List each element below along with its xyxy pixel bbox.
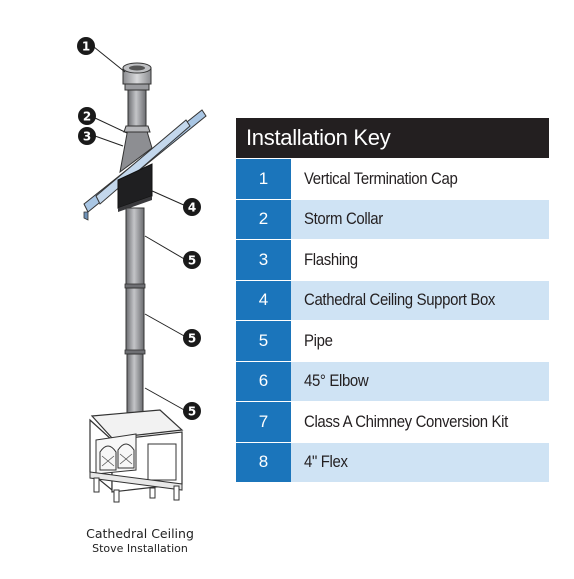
key-row-label-text: 45° Elbow xyxy=(304,371,369,391)
key-row-label: 45° Elbow xyxy=(291,360,549,401)
key-row: 4 Cathedral Ceiling Support Box xyxy=(236,279,549,320)
pipe-sections xyxy=(123,207,147,433)
installation-diagram: 1 2 3 4 5 5 5 xyxy=(0,0,230,574)
key-rows: 1 Vertical Termination Cap 2 Storm Colla… xyxy=(236,158,549,482)
key-row: 6 45° Elbow xyxy=(236,360,549,401)
callout-4: 4 xyxy=(183,198,201,216)
callout-5a-number: 5 xyxy=(188,254,196,268)
termination-cap xyxy=(122,62,152,131)
callout-5c-number: 5 xyxy=(188,405,196,419)
stove-pipe-illustration: 1 2 3 4 5 5 5 xyxy=(77,37,207,503)
key-row-label: Pipe xyxy=(291,320,549,361)
callout-5b: 5 xyxy=(183,329,201,347)
key-title: Installation Key xyxy=(236,118,549,158)
key-row-label: Flashing xyxy=(291,239,549,280)
key-row: 3 Flashing xyxy=(236,239,549,280)
callout-3: 3 xyxy=(78,127,96,145)
callout-2-number: 2 xyxy=(83,110,91,124)
key-row-label-text: Flashing xyxy=(304,249,358,269)
key-row-label-text: Pipe xyxy=(304,330,333,350)
key-row-number: 2 xyxy=(236,198,291,239)
key-row-number: 8 xyxy=(236,441,291,482)
installation-key-table: Installation Key 1 Vertical Termination … xyxy=(236,118,549,482)
caption-subtitle: Stove Installation xyxy=(92,542,188,555)
key-row-label-text: Storm Collar xyxy=(304,209,383,229)
key-row-label-text: 4" Flex xyxy=(304,451,348,471)
callout-2: 2 xyxy=(78,107,96,125)
key-row-number: 4 xyxy=(236,279,291,320)
key-row: 5 Pipe xyxy=(236,320,549,361)
key-row-label: Vertical Termination Cap xyxy=(291,158,549,199)
key-row-label: 4" Flex xyxy=(291,441,549,482)
callout-1-number: 1 xyxy=(82,40,90,54)
callout-4-number: 4 xyxy=(188,201,196,215)
key-row-label: Class A Chimney Conversion Kit xyxy=(291,401,549,442)
key-row: 1 Vertical Termination Cap xyxy=(236,158,549,199)
key-row: 7 Class A Chimney Conversion Kit xyxy=(236,401,549,442)
key-row-label-text: Cathedral Ceiling Support Box xyxy=(304,290,496,310)
callout-1: 1 xyxy=(77,37,95,55)
key-row: 8 4" Flex xyxy=(236,441,549,482)
key-row-label-text: Vertical Termination Cap xyxy=(304,168,458,188)
leader-lines xyxy=(93,46,187,412)
key-row-label-text: Class A Chimney Conversion Kit xyxy=(304,411,508,431)
key-row: 2 Storm Collar xyxy=(236,198,549,239)
callout-5c: 5 xyxy=(183,402,201,420)
wood-stove xyxy=(89,409,184,503)
callout-5a: 5 xyxy=(183,251,201,269)
key-row-number: 5 xyxy=(236,320,291,361)
key-row-number: 1 xyxy=(236,158,291,199)
storm-collar-flashing xyxy=(119,125,153,174)
key-row-number: 7 xyxy=(236,401,291,442)
key-row-label: Storm Collar xyxy=(291,198,549,239)
key-row-label: Cathedral Ceiling Support Box xyxy=(291,279,549,320)
caption-title: Cathedral Ceiling xyxy=(86,526,194,541)
callout-5b-number: 5 xyxy=(188,332,196,346)
callout-3-number: 3 xyxy=(83,130,91,144)
key-row-number: 6 xyxy=(236,360,291,401)
key-row-number: 3 xyxy=(236,239,291,280)
